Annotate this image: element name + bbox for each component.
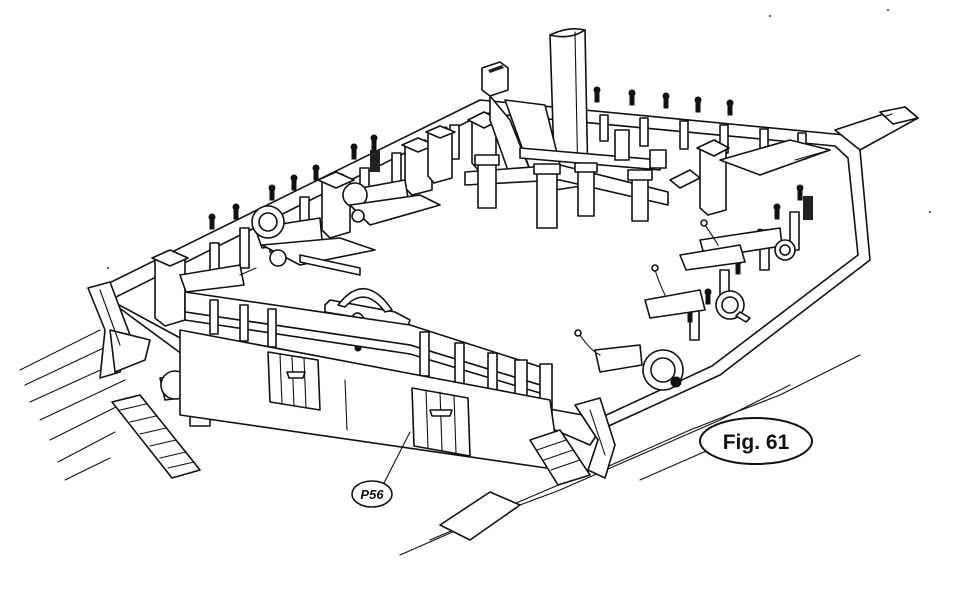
hull-sweep-left xyxy=(87,281,151,379)
ladder-left xyxy=(111,394,201,479)
stern-beam xyxy=(834,106,919,151)
callout-label: P56 xyxy=(360,487,384,502)
angled-beam-right xyxy=(719,139,831,176)
print-specks xyxy=(107,9,931,269)
cannons-right xyxy=(574,219,796,391)
figure-label-text: Fig. 61 xyxy=(723,431,790,454)
hull-planking-left xyxy=(19,329,126,481)
hull-sweep-right xyxy=(574,397,616,479)
callout-p56: P56 xyxy=(351,431,411,508)
bulkhead xyxy=(179,329,561,471)
central-bitts xyxy=(464,129,701,229)
ladder-right xyxy=(529,429,591,486)
figure-label: Fig. 61 xyxy=(699,417,813,465)
